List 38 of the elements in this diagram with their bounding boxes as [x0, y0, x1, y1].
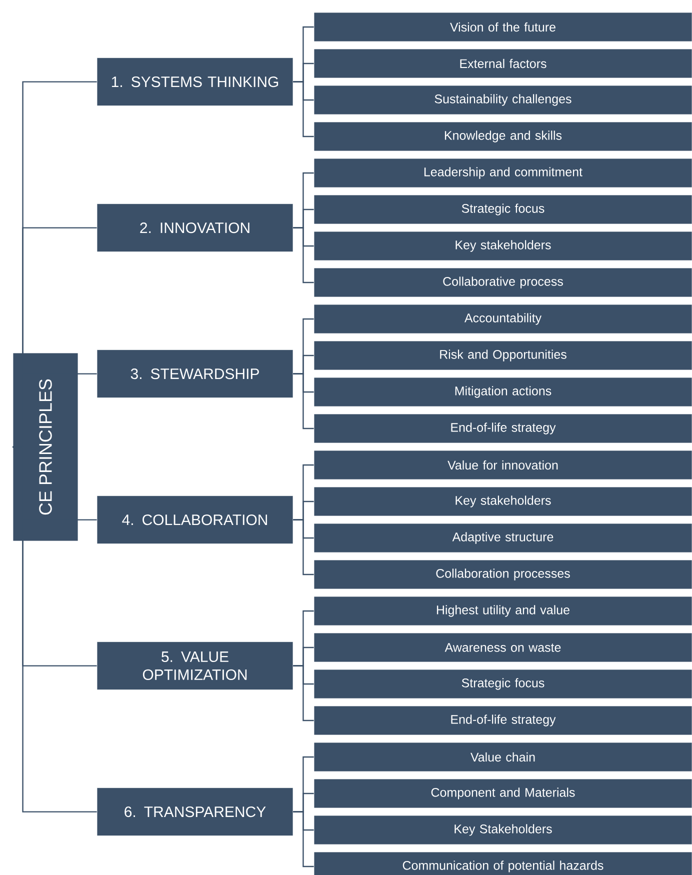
title-box: CE PRINCIPLES: [12, 352, 78, 542]
item-box: Collaborative process: [314, 268, 692, 298]
item-box: Strategic focus: [314, 194, 692, 224]
item-box: Accountability: [314, 304, 692, 334]
connector-line: [293, 227, 314, 284]
item-box: End-of-life strategy: [314, 706, 692, 736]
item-box: Component and Materials: [314, 778, 692, 808]
item-box: Collaboration processes: [314, 560, 692, 590]
item-box: Strategic focus: [314, 669, 692, 699]
item-box: Sustainability challenges: [314, 85, 692, 115]
principle-box: 6. TRANSPARENCY: [96, 788, 294, 836]
item-box: Leadership and commitment: [314, 158, 692, 188]
item-box: Key stakeholders: [314, 231, 692, 261]
item-box: Highest utility and value: [314, 596, 692, 626]
connector-line: [12, 446, 97, 812]
item-box: Vision of the future: [314, 12, 692, 42]
item-box: Knowledge and skills: [314, 122, 692, 152]
item-box: Adaptive structure: [314, 523, 692, 553]
connector-line: [293, 665, 314, 722]
principle-box: 2. INNOVATION: [96, 204, 294, 252]
item-box: Value chain: [314, 742, 692, 772]
item-box: Key Stakeholders: [314, 815, 692, 845]
principle-box: 4. COLLABORATION: [96, 496, 294, 544]
item-box: Mitigation actions: [314, 377, 692, 407]
principle-box: 3. STEWARDSHIP: [96, 350, 294, 398]
connector-line: [293, 811, 314, 868]
item-box: Awareness on waste: [314, 632, 692, 662]
principle-box: 1. SYSTEMS THINKING: [96, 58, 294, 106]
connector-line: [293, 519, 314, 576]
connector-line: [293, 373, 314, 430]
item-box: Risk and Opportunities: [314, 340, 692, 370]
item-box: External factors: [314, 48, 692, 78]
item-box: Key stakeholders: [314, 486, 692, 516]
item-box: Communication of potential hazards: [314, 852, 692, 875]
item-box: End-of-life strategy: [314, 414, 692, 444]
connector-line: [293, 81, 314, 138]
item-box: Value for innovation: [314, 450, 692, 480]
principle-box: 5. VALUE OPTIMIZATION: [96, 642, 294, 690]
